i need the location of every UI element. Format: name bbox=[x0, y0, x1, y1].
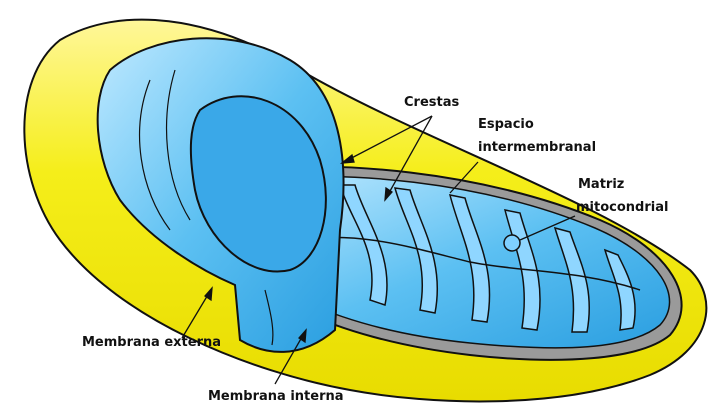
pointer-arrows bbox=[181, 115, 576, 385]
cylinder-opening bbox=[189, 95, 327, 273]
label-intermembrane-1: Espacio bbox=[478, 117, 534, 132]
label-outer-membrane: Membrana externa bbox=[82, 335, 222, 350]
matrix-granule bbox=[503, 234, 521, 252]
cristae-folds bbox=[289, 184, 641, 333]
label-cristae: Crestas bbox=[404, 95, 460, 110]
label-matrix-2: mitocondrial bbox=[576, 200, 669, 215]
label-matrix-1: Matriz bbox=[578, 177, 625, 192]
cylinder-lines bbox=[139, 69, 274, 346]
label-inner-membrane: Membrana interna bbox=[208, 389, 344, 404]
label-intermembrane-2: intermembranal bbox=[478, 140, 597, 155]
